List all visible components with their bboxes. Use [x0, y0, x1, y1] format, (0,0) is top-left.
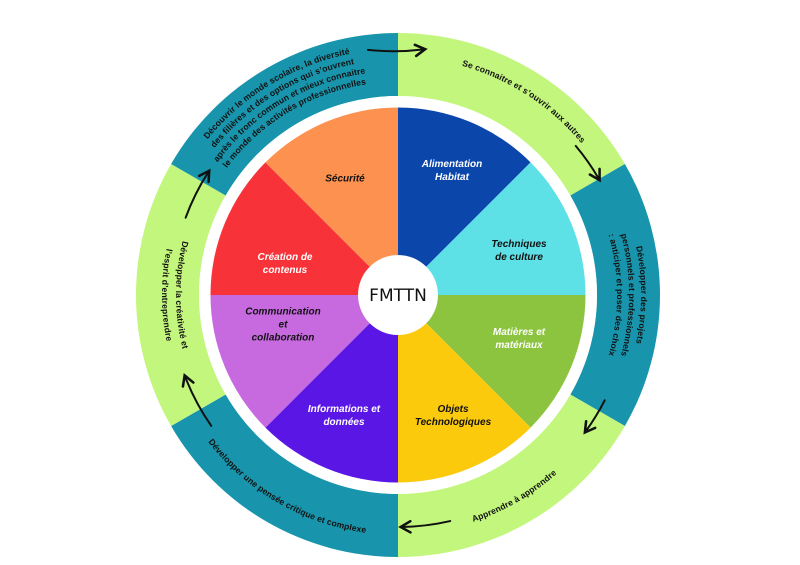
- cycle-arrow-icon: [574, 144, 601, 183]
- pie-label-line: matériaux: [495, 340, 543, 351]
- ring-text-path: l’esprit d’entreprendre: [160, 248, 174, 342]
- pie-label-line: Création de: [257, 252, 312, 263]
- ring-segment-projets: [570, 164, 661, 426]
- ring-segment-se-connaitre: [398, 33, 625, 196]
- pie-label-securite: Sécurité: [325, 174, 365, 185]
- pie-label-line: contenus: [263, 265, 308, 276]
- pie-label-line: Alimentation: [421, 159, 483, 170]
- pie-label-informations-et-donnees: Informations et données: [308, 404, 381, 428]
- pie-label-line: collaboration: [252, 333, 315, 344]
- pie-segment-techniques-de-culture: [398, 162, 586, 295]
- ring-text-line: Développer des projets: [634, 245, 649, 345]
- ring-segment-apprendre: [398, 394, 625, 557]
- ring-segment-pensee-critique: [171, 394, 398, 557]
- pie-label-line: Habitat: [435, 172, 470, 183]
- outer-ring: Se connaitre et s’ouvrir aux autresDével…: [136, 33, 661, 557]
- pie-label-communication-et-collaboration: Communication et collaboration: [245, 307, 321, 344]
- ring-text-path: Développer des projets: [634, 245, 649, 345]
- ring-text-line: l’esprit d’entreprendre: [160, 248, 175, 342]
- ring-segment-decouvrir: [171, 33, 398, 196]
- cycle-arrow-icon: [366, 43, 428, 58]
- center-circle: [358, 255, 438, 335]
- pie-segment-objets-technologiques: [398, 295, 531, 483]
- pie-label-techniques-de-culture: Techniques de culture: [491, 239, 547, 263]
- pie-label-line: Objets: [437, 404, 469, 415]
- pie-label-line: Communication: [245, 307, 321, 318]
- pie-label-line: données: [323, 417, 365, 428]
- pie-label-line: Technologiques: [415, 417, 492, 428]
- cycle-arrows: [181, 43, 606, 534]
- ring-segment-creativite: [136, 164, 226, 426]
- pie-label-line: Matières et: [493, 327, 546, 338]
- pie-segment-matieres-et-materiaux: [398, 295, 586, 428]
- cycle-arrow-icon: [583, 399, 606, 435]
- pie-label-matieres-et-materiaux: Matières et matériaux: [493, 327, 546, 351]
- pie-segment-creation-de-contenus: [210, 162, 398, 295]
- pie-label-line: Informations et: [308, 404, 381, 415]
- pie-label-line: de culture: [495, 252, 543, 263]
- pie-label-line: Techniques: [491, 239, 547, 250]
- pie-segment-informations-et-donnees: [265, 295, 398, 483]
- pie-segment-alimentation-habitat: [398, 107, 531, 295]
- pie-label-creation-de-contenus: Création de contenus: [257, 252, 312, 276]
- cycle-arrow-icon: [181, 373, 213, 427]
- pie-segment-securite: [265, 107, 398, 295]
- pie-segment-communication-et-collaboration: [210, 295, 398, 428]
- pie-label-line: et: [279, 320, 289, 331]
- cycle-arrow-icon: [184, 168, 211, 219]
- cycle-arrow-icon: [398, 519, 452, 534]
- center-label: FMTTN: [369, 286, 427, 306]
- pie-label-line: Sécurité: [325, 174, 365, 185]
